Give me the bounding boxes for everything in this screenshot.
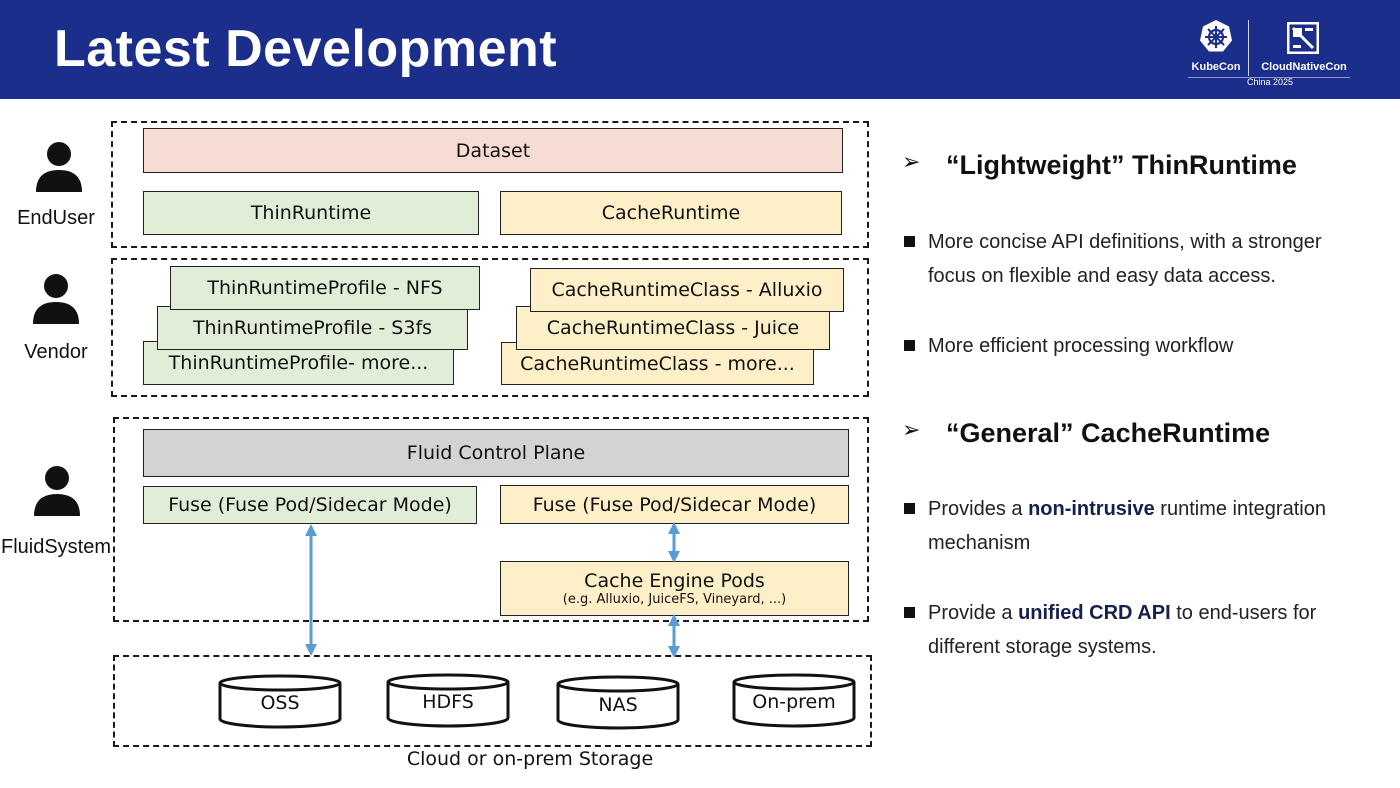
role-fluid-system: FluidSystem: [0, 536, 112, 558]
section2-bullet-1: Provides a non-intrusive runtime integra…: [928, 492, 1368, 560]
enduser-group: [111, 121, 869, 248]
cylinder-icon: [556, 675, 680, 730]
fluid-control-plane-box: Fluid Control Plane: [143, 429, 849, 477]
storage-caption: Cloud or on-prem Storage: [406, 748, 654, 770]
bullet-text-part: runtime integration mechanism: [928, 498, 1326, 554]
cloudnativecon-label: CloudNativeCon: [1261, 61, 1347, 73]
section1-bullet-2: More efficient processing workflow: [928, 335, 1234, 357]
logo-year-label: China 2025: [1246, 77, 1294, 87]
bullet-text-part: Provide a: [928, 602, 1019, 624]
bullet-square-icon: [904, 607, 915, 618]
section2-heading: “General” CacheRuntime: [946, 418, 1271, 448]
cylinder-icon: [218, 674, 342, 729]
page-title: Latest Development: [54, 20, 558, 78]
section2-bullet-2: Provide a unified CRD API to end-users f…: [928, 596, 1368, 664]
bullet-square-icon: [904, 340, 915, 351]
logo-divider: [1248, 20, 1249, 76]
bullet-highlight: unified CRD API: [1018, 602, 1171, 624]
bullet-arrow-icon: ➢: [902, 418, 921, 443]
bullet-text-part: to end-users for different storage syste…: [928, 602, 1317, 658]
cylinder-icon: [732, 673, 856, 728]
fuse-right-box: Fuse (Fuse Pod/Sidecar Mode): [500, 485, 849, 524]
storage-oss: OSS: [260, 692, 300, 714]
bullet-square-icon: [904, 503, 915, 514]
fuse-left-box: Fuse (Fuse Pod/Sidecar Mode): [143, 486, 477, 524]
thin-profile-nfs: ThinRuntimeProfile - NFS: [170, 266, 480, 310]
section1-heading: “Lightweight” ThinRuntime: [946, 150, 1297, 180]
bullet-square-icon: [904, 236, 915, 247]
cache-engine-pods-box: Cache Engine Pods (e.g. Alluxio, JuiceFS…: [500, 561, 849, 616]
thin-runtime-box: ThinRuntime: [143, 191, 479, 235]
bullet-arrow-icon: ➢: [902, 150, 921, 175]
cylinder-icon: [386, 673, 510, 728]
bullet-highlight: non-intrusive: [1028, 498, 1155, 520]
fluid-system-group: [113, 417, 869, 622]
kubecon-logo-icon: [1200, 20, 1232, 52]
kubecon-label: KubeCon: [1191, 61, 1241, 73]
person-icon: [34, 466, 80, 516]
cache-runtime-box: CacheRuntime: [500, 191, 842, 235]
vendor-group: [111, 258, 869, 397]
cache-class-alluxio: CacheRuntimeClass - Alluxio: [530, 268, 844, 312]
storage-hdfs: HDFS: [422, 691, 474, 713]
cncf-logo-icon: [1287, 22, 1319, 54]
role-enduser: EndUser: [17, 207, 95, 229]
storage-group: [113, 655, 872, 747]
cache-engine-subtitle: (e.g. Alluxio, JuiceFS, Vineyard, ...): [562, 592, 787, 607]
thin-profile-s3fs: ThinRuntimeProfile - S3fs: [157, 306, 468, 350]
cache-engine-title: Cache Engine Pods: [584, 570, 765, 592]
storage-on-prem: On-prem: [752, 691, 836, 713]
cache-class-juice: CacheRuntimeClass - Juice: [516, 306, 830, 350]
bullet-text-part: Provides a: [928, 498, 1029, 520]
storage-nas: NAS: [598, 694, 638, 716]
person-icon: [33, 274, 79, 324]
dataset-box: Dataset: [143, 128, 843, 173]
header-bar: [0, 0, 1400, 99]
person-icon: [36, 142, 82, 192]
logo-underline: [1188, 77, 1350, 78]
section1-bullet-1: More concise API definitions, with a str…: [928, 231, 1322, 287]
role-vendor: Vendor: [24, 341, 88, 363]
